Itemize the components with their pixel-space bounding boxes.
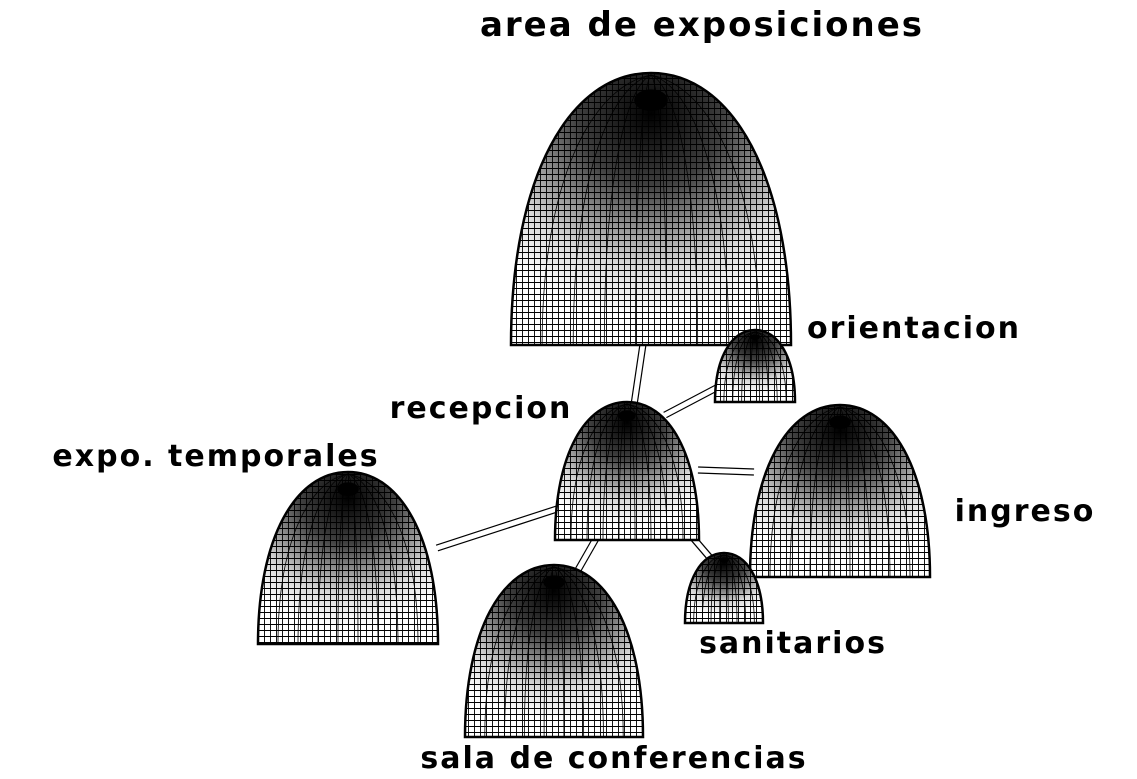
link-recepcion-ingreso — [697, 466, 755, 476]
label-sanitarios: sanitarios — [699, 626, 887, 661]
label-sala-de-conferencias: sala de conferencias — [420, 741, 807, 776]
label-ingreso: ingreso — [955, 494, 1096, 529]
space-domes — [256, 71, 932, 739]
dome-orientacion — [713, 328, 797, 404]
label-recepcion: recepcion — [390, 391, 573, 426]
dome-sanitarios — [683, 551, 765, 625]
dome-recepcion — [553, 400, 701, 542]
dome-sala — [463, 563, 645, 739]
dome-area — [509, 71, 793, 347]
link-recepcion-orientacion — [663, 381, 724, 419]
label-orientacion: orientacion — [807, 311, 1021, 346]
dome-expo — [256, 470, 440, 646]
link-recepcion-expo — [435, 504, 562, 552]
label-expo-temporales: expo. temporales — [52, 439, 379, 474]
dome-ingreso — [748, 403, 932, 579]
label-area-de-exposiciones: area de exposiciones — [480, 5, 924, 45]
